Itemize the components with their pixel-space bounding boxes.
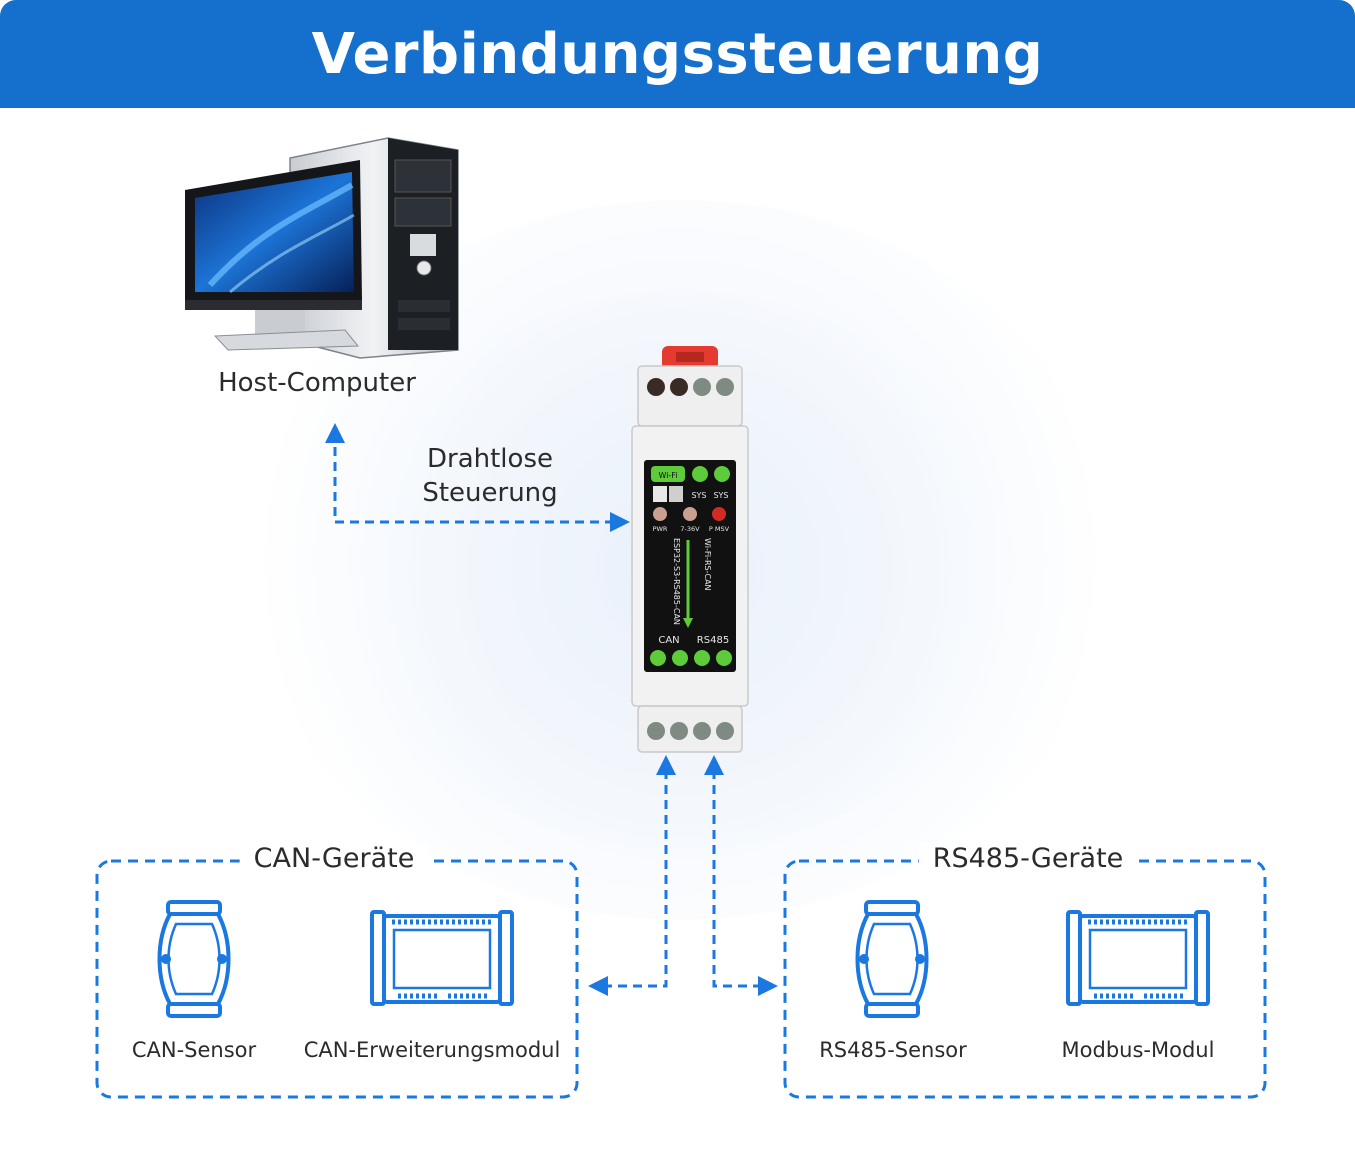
wireless-arrow-right	[610, 512, 630, 532]
wireless-control-label-line2: Steuerung	[422, 478, 558, 508]
wireless-control-label: Drahtlose Steuerung	[422, 442, 557, 510]
header-banner: Verbindungssteuerung	[0, 0, 1355, 108]
can-arrow-left	[588, 976, 608, 996]
host-computer-label: Host-Computer	[218, 368, 416, 398]
rs485-sensor-label: RS485-Sensor	[819, 1038, 967, 1062]
can-sensor-label: CAN-Sensor	[131, 1038, 257, 1062]
device-module	[631, 346, 749, 753]
wireless-link-line	[333, 432, 620, 524]
can-group-title: CAN-Geräte	[239, 843, 429, 874]
device-vertical-model: ESP32-S3-RS485-CAN	[672, 538, 681, 625]
wireless-control-label-line1: Drahtlose	[426, 444, 553, 474]
modbus-module-label: Modbus-Modul	[1061, 1038, 1215, 1062]
rs485-sensor-icon	[855, 900, 929, 1018]
wireless-arrow-up	[325, 423, 345, 443]
device-label-m: P MSV	[709, 525, 730, 533]
device-label-sys1: SYS	[691, 491, 706, 500]
device-label-pwr: PWR	[653, 525, 668, 533]
rs485-link-line	[712, 770, 765, 988]
rs485-arrow-right	[758, 976, 778, 996]
device-label-sys2: SYS	[713, 491, 728, 500]
can-arrow-up	[656, 755, 676, 775]
device-label-wifi: Wi-Fi	[658, 471, 677, 480]
computer-icon	[185, 137, 459, 359]
modbus-module-icon	[1066, 910, 1210, 1006]
device-label-volt: 7-36V	[680, 525, 700, 533]
device-vertical-brand: Wi-Fi-RS-CAN	[703, 538, 712, 591]
rs485-arrow-up	[704, 755, 724, 775]
can-expansion-module-label: CAN-Erweiterungsmodul	[303, 1038, 561, 1062]
device-port-rs485: RS485	[697, 635, 729, 646]
can-link-line	[600, 770, 668, 988]
device-port-can: CAN	[658, 635, 679, 646]
can-sensor-icon	[157, 900, 231, 1018]
rs485-group-title: RS485-Geräte	[918, 843, 1138, 874]
can-expansion-module-icon	[370, 910, 514, 1006]
page-title: Verbindungssteuerung	[311, 21, 1044, 87]
